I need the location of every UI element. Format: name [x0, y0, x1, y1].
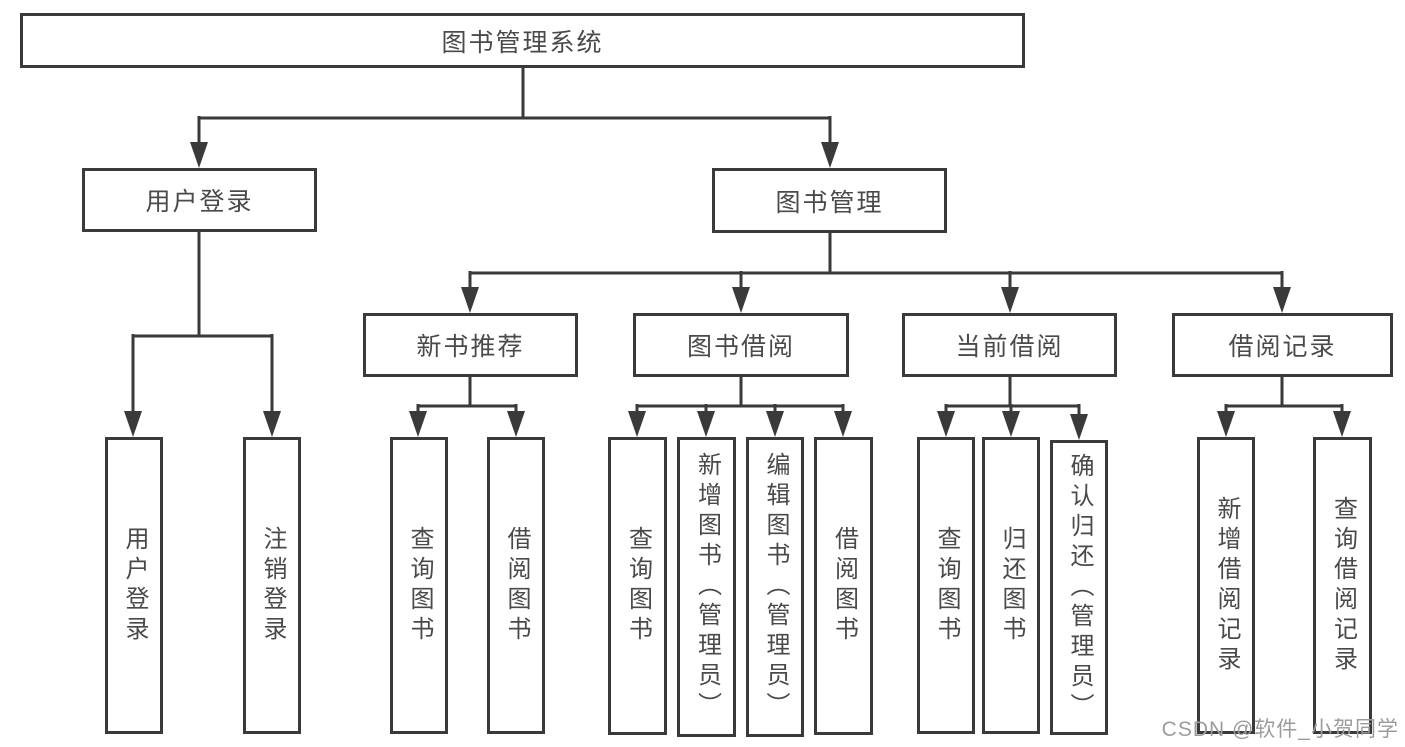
node-label: 图书管理系统	[441, 28, 604, 57]
connector-book-management-to-level3	[468, 233, 1284, 293]
leaf-query-books-current: 查询图书	[917, 437, 975, 734]
leaf-query-books-borrowing: 查询图书	[608, 437, 667, 735]
node-label: 用户登录	[121, 525, 148, 646]
node-library-management-system: 图书管理系统	[20, 13, 1025, 68]
node-borrowing-records: 借阅记录	[1172, 313, 1393, 377]
node-label: 借阅记录	[1228, 333, 1337, 361]
watermark-text: CSDN @软件_小贺同学	[1161, 718, 1399, 741]
leaf-add-borrow-record: 新增借阅记录	[1197, 437, 1255, 734]
node-book-management: 图书管理	[712, 168, 947, 233]
node-label: 图书借阅	[686, 333, 795, 361]
connector-user-login-to-leaves	[131, 232, 274, 417]
node-label: 编辑图书（管理员）	[762, 452, 789, 722]
connector-new-book-recommendation-to-leaves	[416, 377, 518, 417]
leaf-add-book-admin: 新增图书（管理员）	[677, 437, 736, 737]
connector-book-borrowing-to-leaves	[635, 377, 845, 417]
connector-root-to-level2	[197, 68, 832, 148]
node-label: 查询图书	[406, 525, 433, 646]
node-label: 查询图书	[933, 525, 960, 646]
node-label: 注销登录	[259, 525, 286, 646]
leaf-borrow-books-recommendation: 借阅图书	[487, 437, 545, 734]
connector-borrowing-records-to-leaves	[1224, 377, 1344, 417]
leaf-query-borrow-record: 查询借阅记录	[1313, 437, 1372, 734]
leaf-borrow-books-borrowing: 借阅图书	[814, 437, 873, 735]
leaf-query-books-recommendation: 查询图书	[390, 437, 448, 734]
leaf-logout: 注销登录	[243, 437, 301, 734]
leaf-edit-book-admin: 编辑图书（管理员）	[746, 437, 804, 737]
node-label: 借阅图书	[830, 526, 858, 646]
node-label: 归还图书	[998, 525, 1025, 646]
node-label: 当前借阅	[955, 333, 1064, 361]
leaf-confirm-return-admin: 确认归还（管理员）	[1050, 440, 1108, 735]
node-label: 用户登录	[145, 188, 254, 216]
node-label: 新书推荐	[416, 333, 525, 361]
leaf-user-login: 用户登录	[105, 437, 163, 734]
node-label: 新增图书（管理员）	[693, 452, 721, 722]
node-user-login: 用户登录	[82, 168, 317, 232]
node-label: 查询图书	[624, 526, 652, 646]
node-label: 新增借阅记录	[1213, 495, 1240, 676]
node-current-borrowing: 当前借阅	[902, 313, 1117, 377]
node-label: 确认归还（管理员）	[1066, 452, 1093, 723]
connector-current-borrowing-to-leaves	[944, 377, 1081, 420]
node-label: 借阅图书	[503, 525, 530, 646]
leaf-return-books: 归还图书	[982, 437, 1040, 734]
arrowheads	[124, 142, 1351, 440]
node-new-book-recommendation: 新书推荐	[363, 313, 578, 377]
node-label: 查询借阅记录	[1329, 495, 1357, 676]
node-book-borrowing: 图书借阅	[633, 313, 849, 377]
node-label: 图书管理	[775, 188, 884, 217]
